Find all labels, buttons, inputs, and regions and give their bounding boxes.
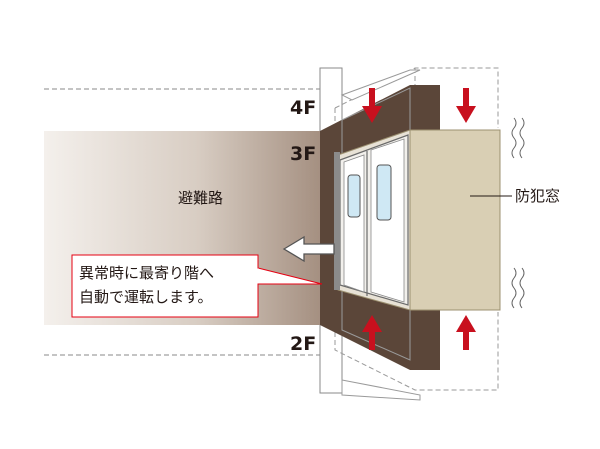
shaft-upper-frame bbox=[340, 69, 421, 401]
arrow-down-right bbox=[456, 88, 476, 123]
floor-level-lines bbox=[44, 88, 335, 356]
wavy-lines bbox=[511, 117, 525, 309]
callout-line-2: 自動で運転します。 bbox=[79, 288, 213, 306]
callout-line-1: 異常時に最寄り階へ bbox=[79, 264, 214, 282]
arrow-up-left bbox=[362, 315, 382, 350]
floor-label-3f: 3F bbox=[290, 143, 316, 165]
exit-arrow bbox=[282, 235, 335, 263]
floor-label-4f: 4F bbox=[290, 97, 316, 119]
red-arrows bbox=[362, 88, 476, 350]
callout-box bbox=[71, 254, 323, 318]
floor-label-2f: 2F bbox=[290, 333, 316, 355]
security-window-label: 防犯窓 bbox=[515, 187, 560, 205]
arrow-up-right bbox=[456, 315, 476, 350]
elevator-doors bbox=[334, 134, 409, 306]
arrow-down-left bbox=[362, 88, 382, 123]
evacuation-route-label: 避難路 bbox=[178, 189, 223, 207]
